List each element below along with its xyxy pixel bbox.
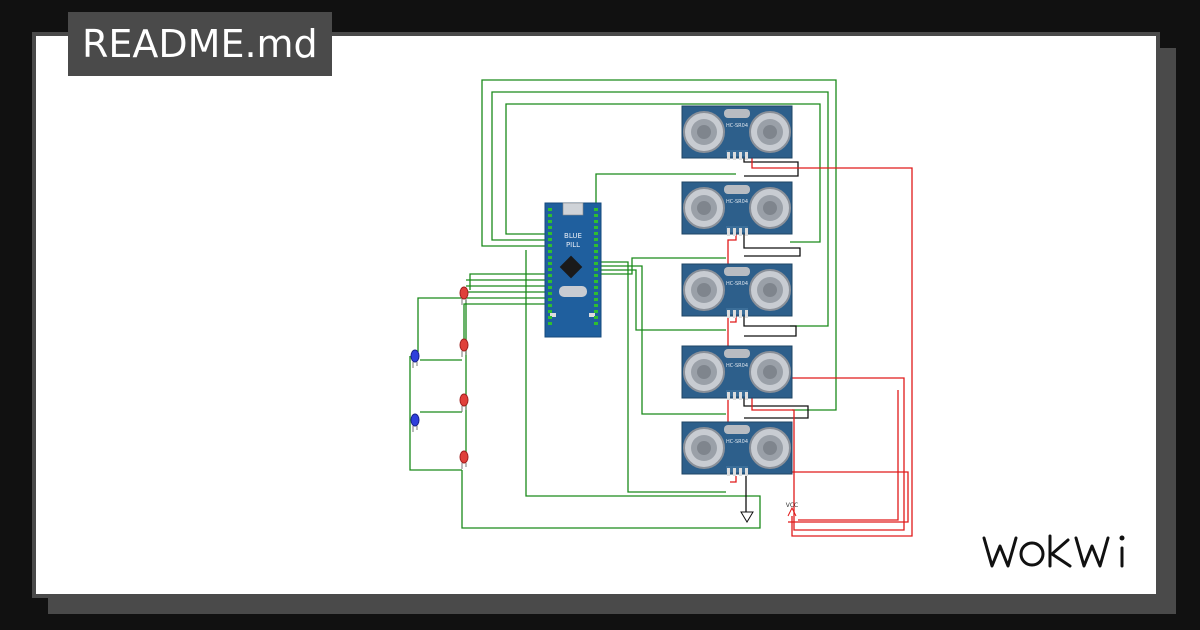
board-pin xyxy=(594,292,598,295)
board-pin xyxy=(594,298,598,301)
board-pin xyxy=(548,292,552,295)
vcc-symbol: VCC xyxy=(786,502,798,517)
board-pin xyxy=(548,316,552,319)
ultrasonic-sensor-4 xyxy=(681,345,793,401)
board-pin xyxy=(594,226,598,229)
board-pin xyxy=(594,220,598,223)
board-pin xyxy=(594,268,598,271)
board-pin xyxy=(594,286,598,289)
blue-pill-board: BLUE PILL xyxy=(544,202,602,338)
board-pin xyxy=(594,256,598,259)
board-pins-right xyxy=(594,208,598,325)
board-pin xyxy=(548,208,552,211)
red-led-1 xyxy=(459,286,469,306)
board-pin xyxy=(548,280,552,283)
board-pin xyxy=(548,298,552,301)
sensor-label: HC-SR04 xyxy=(726,281,748,287)
board-pin xyxy=(594,250,598,253)
board-pin xyxy=(594,280,598,283)
green-wires xyxy=(409,79,837,529)
board-pin xyxy=(594,208,598,211)
board-pin xyxy=(594,310,598,313)
board-pin xyxy=(594,232,598,235)
board-pin xyxy=(548,286,552,289)
board-label-line2: PILL xyxy=(566,241,580,249)
board-pin xyxy=(548,310,552,313)
ultrasonic-sensor-2 xyxy=(681,181,793,237)
board-pin xyxy=(594,244,598,247)
blue-led-2 xyxy=(410,413,420,433)
red-led-2 xyxy=(459,338,469,358)
wokwi-logo xyxy=(982,534,1125,568)
board-pin xyxy=(594,322,598,325)
ultrasonic-sensor-1 xyxy=(681,105,793,161)
vcc-label: VCC xyxy=(786,502,798,509)
board-pin xyxy=(594,304,598,307)
file-title: README.md xyxy=(68,12,332,76)
ultrasonic-sensor-3 xyxy=(681,263,793,319)
board-pin xyxy=(548,238,552,241)
board-pin xyxy=(594,238,598,241)
board-pin xyxy=(594,214,598,217)
board-label-line1: BLUE xyxy=(564,232,582,240)
board-pin xyxy=(548,232,552,235)
board-pin xyxy=(548,322,552,325)
board-pin xyxy=(548,262,552,265)
board-pin xyxy=(548,250,552,253)
ground-icon xyxy=(740,511,754,523)
board-pin xyxy=(594,316,598,319)
board-pin xyxy=(548,244,552,247)
ultrasonic-sensor-5 xyxy=(681,421,793,477)
board-pin xyxy=(548,256,552,259)
board-pin xyxy=(548,304,552,307)
sensor-label: HC-SR04 xyxy=(726,363,748,369)
sensor-label: HC-SR04 xyxy=(726,439,748,445)
red-led-4 xyxy=(459,450,469,470)
black-wires xyxy=(743,154,809,512)
board-pin xyxy=(548,214,552,217)
board-pin xyxy=(548,274,552,277)
blue-led-1 xyxy=(410,349,420,369)
board-pin xyxy=(548,226,552,229)
sensor-label: HC-SR04 xyxy=(726,199,748,205)
board-pin xyxy=(548,220,552,223)
board-pin xyxy=(594,274,598,277)
board-pins-left xyxy=(548,208,552,325)
board-pin xyxy=(548,268,552,271)
sensor-label: HC-SR04 xyxy=(726,123,748,129)
board-pin xyxy=(594,262,598,265)
red-led-3 xyxy=(459,393,469,413)
